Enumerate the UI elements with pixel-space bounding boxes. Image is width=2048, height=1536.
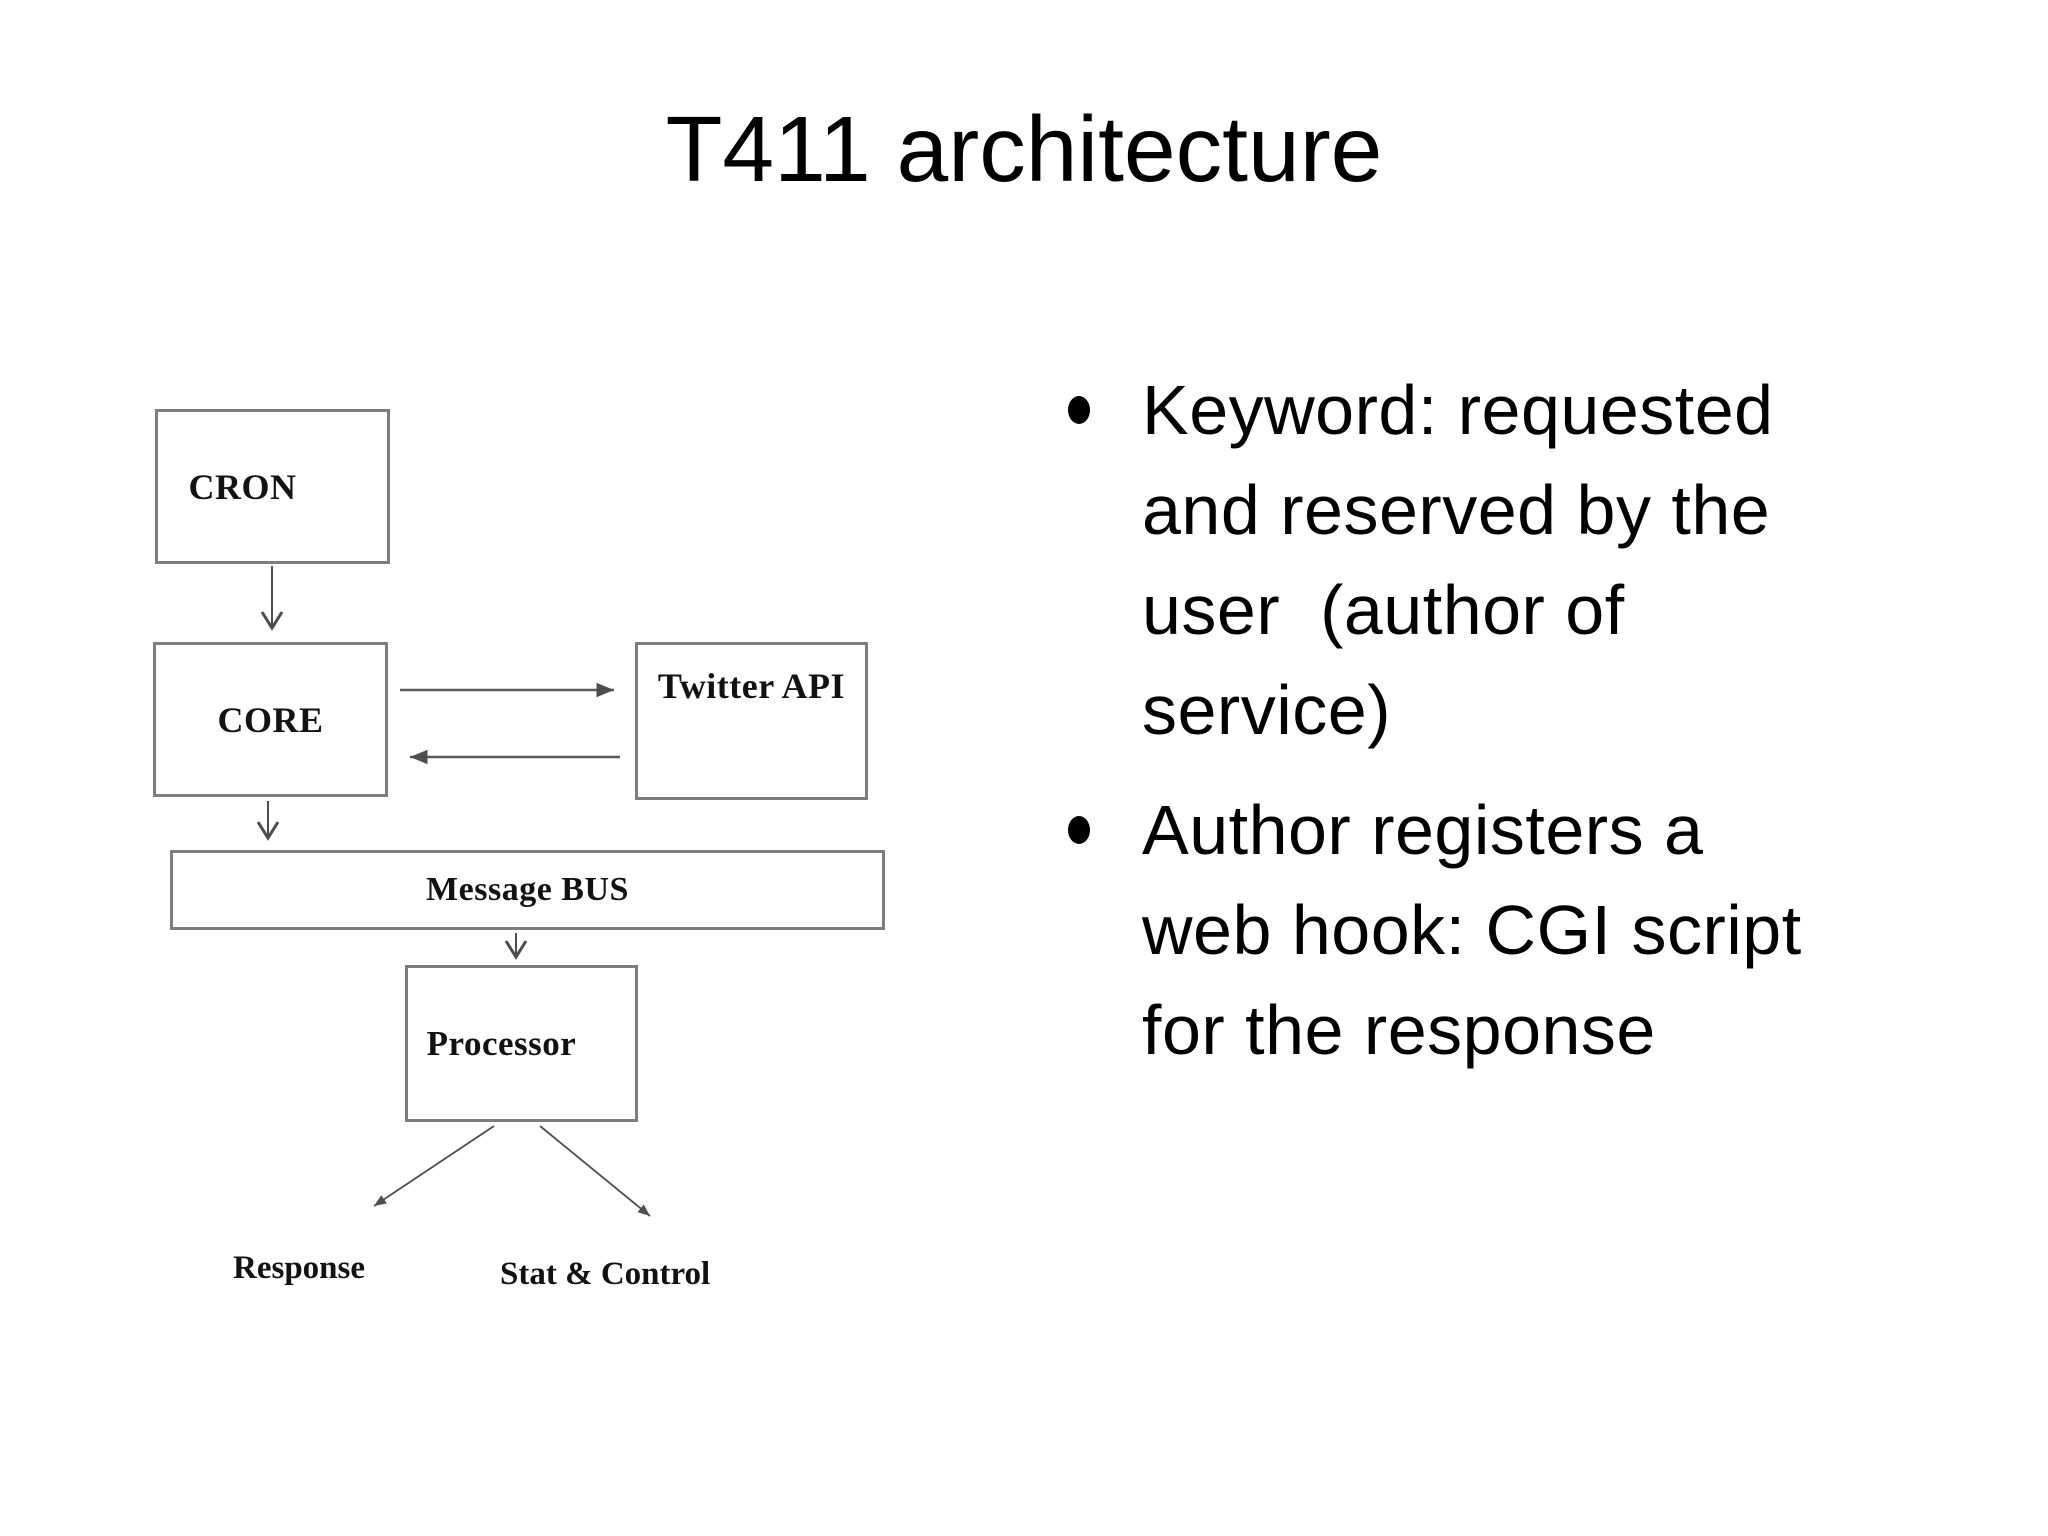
label-response: Response: [233, 1250, 366, 1286]
bullet-dot-icon: [1068, 396, 1090, 424]
node-cron-label: CRON: [188, 466, 297, 507]
arrow-processor-to-response-icon: [373, 1125, 495, 1207]
label-stat-control: Stat & Control: [500, 1256, 711, 1292]
bullet-line: web hook: CGI script: [1142, 891, 1802, 969]
bullet-line: and reserved by the: [1142, 471, 1771, 549]
bullet-dot-icon: [1068, 816, 1090, 844]
node-message-bus: Message BUS: [170, 850, 885, 930]
bullet-line: for the response: [1142, 991, 1656, 1069]
bullet-list: Keyword: requested and reserved by the u…: [1068, 360, 1918, 1100]
arrow-processor-to-stat-control-icon: [539, 1125, 651, 1217]
bullet-item-author: Author registers a web hook: CGI script …: [1068, 780, 1918, 1080]
page-title: T411 architecture: [665, 97, 1383, 201]
node-processor: Processor: [405, 965, 638, 1122]
node-processor-label: Processor: [426, 1023, 577, 1063]
node-message-bus-label: Message BUS: [426, 871, 629, 908]
bullet-line: Author registers a: [1142, 791, 1704, 869]
node-cron: CRON: [155, 409, 390, 564]
bullet-item-keyword: Keyword: requested and reserved by the u…: [1068, 360, 1918, 760]
bullet-text: Author registers a web hook: CGI script …: [1142, 780, 1918, 1080]
bullet-line: service): [1142, 671, 1392, 749]
bullet-line: user (author of: [1142, 571, 1625, 649]
node-twitter-api: Twitter API: [635, 642, 868, 800]
bullet-text: Keyword: requested and reserved by the u…: [1142, 360, 1918, 760]
node-core: CORE: [153, 642, 388, 797]
bullet-line: Keyword: requested: [1142, 371, 1774, 449]
node-twitter-api-label: Twitter API: [657, 666, 846, 706]
node-core-label: CORE: [217, 699, 324, 740]
